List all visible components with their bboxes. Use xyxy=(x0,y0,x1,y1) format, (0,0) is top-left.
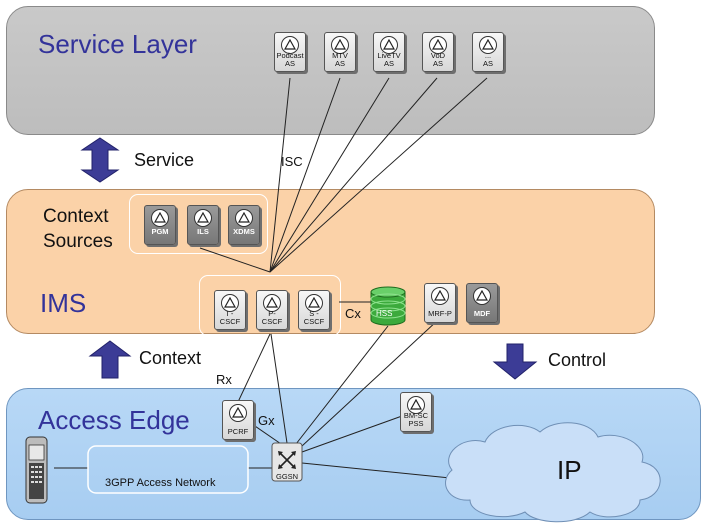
access-edge-title: Access Edge xyxy=(38,405,190,435)
service-double-arrow xyxy=(80,137,120,183)
access-network-label: 3GPP Access Network xyxy=(105,477,216,489)
node-label-line1: ... xyxy=(484,51,492,60)
node-label-line1: S - xyxy=(309,309,319,318)
triangle-icon xyxy=(229,404,247,422)
node-label-line2: AS xyxy=(383,59,394,68)
context-arrow-label: Context xyxy=(139,348,202,368)
node-label: PCRF xyxy=(227,427,249,436)
p-cscf-node[interactable]: P-CSCF xyxy=(256,290,288,330)
node-label-line1: BM-SC xyxy=(403,411,429,420)
pcrf-node[interactable]: PCRF xyxy=(222,400,254,440)
hss-label: HSS xyxy=(376,309,393,318)
triangle-icon xyxy=(151,209,169,227)
context-sources-label-line1: Context xyxy=(43,206,109,227)
triangle-icon xyxy=(194,209,212,227)
node-label-line2: PSS xyxy=(408,419,424,428)
node-label-line2: AS xyxy=(432,59,443,68)
node-label-line2: CSCF xyxy=(219,317,241,326)
triangle-icon xyxy=(380,36,398,54)
ggsn-router xyxy=(271,442,303,482)
mobile-phone-icon xyxy=(25,436,48,504)
other-as-node[interactable]: ...AS xyxy=(472,32,504,72)
cx-label: Cx xyxy=(345,306,361,321)
node-label: XDMS xyxy=(233,227,255,236)
mdf-node[interactable]: MDF xyxy=(466,283,498,323)
node-label: PGM xyxy=(151,227,169,236)
hss-database xyxy=(370,286,406,326)
node-label-line2: AS xyxy=(482,59,493,68)
node-label-line1: LiveTV xyxy=(377,51,401,60)
control-down-arrow xyxy=(492,343,538,380)
control-arrow-label: Control xyxy=(548,350,607,370)
triangle-icon xyxy=(331,36,349,54)
triangle-icon xyxy=(431,287,449,305)
node-label-line1: VoD xyxy=(430,51,446,60)
context-sources-group xyxy=(129,194,268,254)
node-label-line2: CSCF xyxy=(303,317,325,326)
xdms-node[interactable]: XDMS xyxy=(228,205,260,245)
node-label-line1: P- xyxy=(268,309,276,318)
triangle-icon xyxy=(281,36,299,54)
rx-label: Rx xyxy=(216,372,232,387)
node-label-line2: AS xyxy=(334,59,345,68)
isc-links xyxy=(54,77,488,481)
node-label-line1: Podcast xyxy=(276,51,304,60)
gx-label: Gx xyxy=(258,413,275,428)
node-label: ILS xyxy=(197,227,209,236)
node-label-line1: I - xyxy=(226,309,234,318)
node-label-line1: MTV xyxy=(332,51,348,60)
access-network-box xyxy=(87,445,249,494)
node-label-line2: AS xyxy=(284,59,295,68)
triangle-icon xyxy=(429,36,447,54)
pgm-node[interactable]: PGM xyxy=(144,205,176,245)
node-label-line2: CSCF xyxy=(261,317,283,326)
triangle-icon xyxy=(221,294,239,312)
context-sources-label-line2: Sources xyxy=(43,231,113,252)
ip-cloud xyxy=(445,422,661,523)
node-label: MRF-P xyxy=(428,309,452,318)
service-arrow-label: Service xyxy=(134,150,195,170)
ims-layer xyxy=(6,189,655,334)
ggsn-label: GGSN xyxy=(276,472,299,481)
node-label: MDF xyxy=(473,309,491,318)
context-up-arrow xyxy=(88,340,132,379)
triangle-icon xyxy=(479,36,497,54)
cscf-group xyxy=(199,275,341,336)
triangle-icon xyxy=(263,294,281,312)
i-cscf-node[interactable]: I -CSCF xyxy=(214,290,246,330)
ip-label: IP xyxy=(557,455,582,485)
isc-label: ISC xyxy=(281,154,303,169)
s-cscf-node[interactable]: S -CSCF xyxy=(298,290,330,330)
triangle-icon xyxy=(235,209,253,227)
mrf-p-node[interactable]: MRF-P xyxy=(424,283,456,323)
service-layer-title: Service Layer xyxy=(38,29,197,59)
ils-node[interactable]: ILS xyxy=(187,205,219,245)
triangle-icon xyxy=(473,287,491,305)
triangle-icon xyxy=(305,294,323,312)
triangle-icon xyxy=(407,396,425,414)
ims-layer-title: IMS xyxy=(40,288,87,318)
